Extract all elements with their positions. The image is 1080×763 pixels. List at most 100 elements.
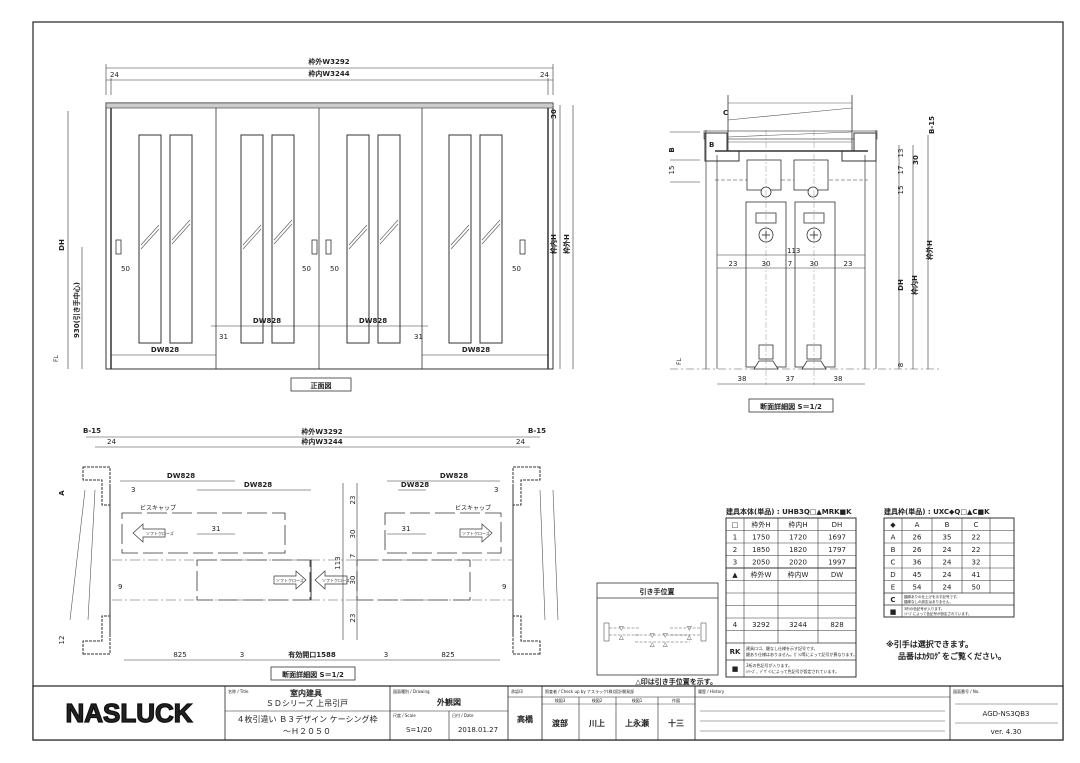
note-text: 3桁の色記号が入ります。 xyxy=(746,662,792,668)
dim-side-right: 24 xyxy=(540,71,549,79)
table-cell: 41 xyxy=(972,571,981,579)
side-left: 24 xyxy=(107,438,116,446)
approved-name: 高橋 xyxy=(517,714,534,724)
arrow-right-icon xyxy=(273,570,307,590)
handle-position-title: 引き手位置 xyxy=(640,587,675,596)
section-label: 断面詳細図 S＝1/2 xyxy=(760,402,822,411)
door-width: DW828 xyxy=(253,317,281,325)
dim-outer-w: 枠外W3292 xyxy=(308,57,349,66)
handle-offset: 50 xyxy=(330,265,339,273)
table-cell: 22 xyxy=(972,534,981,542)
table-cell: 1750 xyxy=(752,534,770,542)
dim-c: C xyxy=(723,109,728,117)
plan-view-label: 断面詳細図 S＝1/2 xyxy=(282,670,344,679)
dim-side-left: 24 xyxy=(110,71,119,79)
dim-113: 113 xyxy=(334,556,342,569)
table-cell: B xyxy=(945,521,950,529)
handle-offset: 50 xyxy=(302,265,311,273)
frame-spec-table: 建具枠(単品) : UXC◆Q□▲C■K ※引手は選択できます。 品番はｶﾀﾛｸ… xyxy=(883,507,1015,661)
checker-role: 作図 xyxy=(672,697,680,703)
dim-b-inner: B xyxy=(709,141,714,149)
note-text: 額縁ありの仕上げを示す記号です。 xyxy=(904,594,960,599)
table-cell: 枠内H xyxy=(788,520,807,529)
b15-right: B-15 xyxy=(528,427,546,435)
body-table-title: 建具本体(単品) : UHB3Q□▲MRK■K xyxy=(726,507,852,516)
bottom-dim: 825 xyxy=(173,651,186,659)
overlap: 31 xyxy=(414,333,423,341)
row-width: 30 xyxy=(762,260,771,268)
door-width: DW828 xyxy=(359,317,387,325)
door-width: DW828 xyxy=(151,346,179,354)
vert-dim: 23 xyxy=(349,614,357,623)
table-cell: 24 xyxy=(943,546,952,554)
handle-marker-icon: ▽ xyxy=(663,632,668,639)
dim-8: 8 xyxy=(897,363,905,367)
dim-30: 30 xyxy=(912,155,920,165)
note-key: ■ xyxy=(732,665,739,673)
drawing-number: AGD-NS3QB3 xyxy=(983,710,1030,718)
vert-dim: 30 xyxy=(349,576,357,585)
table-cell: A xyxy=(915,521,920,529)
row-width: 7 xyxy=(788,260,792,268)
checker-name: 十三 xyxy=(668,718,684,728)
number-caption: 図面番号 / No. xyxy=(953,688,980,694)
note-text: 3桁の色記号が入ります。 xyxy=(904,606,944,611)
handle-marker-icon: ▽ xyxy=(650,632,655,639)
handle-icon xyxy=(311,239,318,255)
door-width: DW828 xyxy=(440,472,468,480)
approved-caption: 承認印 xyxy=(511,688,523,694)
nasluck-logo: NASLUCK xyxy=(65,698,192,728)
table-cell: 32 xyxy=(972,559,981,567)
table-cell: 枠内W xyxy=(788,570,809,579)
table-cell: 54 xyxy=(913,584,922,592)
arrow-left-icon xyxy=(314,570,348,590)
frame-table-title: 建具枠(単品) : UXC◆Q□▲C■K xyxy=(884,507,990,516)
table-cell: 3 xyxy=(733,559,737,567)
table-cell: 24 xyxy=(943,584,952,592)
bottom-dim: 825 xyxy=(441,651,454,659)
date-caption: 日付 / Date xyxy=(452,712,474,718)
table-cell: C xyxy=(974,521,979,529)
dim-17: 17 xyxy=(897,166,905,175)
dim-inner-h: 枠内H xyxy=(910,275,919,295)
table-cell: 22 xyxy=(972,546,981,554)
overlap: 31 xyxy=(219,333,228,341)
table-cell: ▲ xyxy=(732,571,738,579)
section-detail-vertical: 113 23 30 7 30 23 38 37 38 C B B 15 B-15… xyxy=(668,95,940,413)
handle-icon xyxy=(115,239,122,255)
history-caption: 履歴 / History xyxy=(698,688,725,694)
note-text: 額縁なしの設定はありません。 xyxy=(904,599,953,604)
door-width: DW828 xyxy=(462,346,490,354)
title-caption: 名称 / Title xyxy=(228,688,249,694)
table-cell: E xyxy=(891,584,895,592)
vert-dim: 7 xyxy=(349,554,357,558)
table-cell: 35 xyxy=(943,534,952,542)
table-cell: D xyxy=(890,571,895,579)
dim-dh: DH xyxy=(897,279,905,291)
effective-opening: 有効開口1588 xyxy=(288,650,336,659)
title-line-2: ＳＤシリーズ 上吊引戸 xyxy=(266,698,348,708)
table-cell: 枠外W xyxy=(751,570,772,579)
table-cell: 50 xyxy=(972,584,981,592)
dim-outer-w: 枠外W3292 xyxy=(301,427,342,436)
row-width: 23 xyxy=(844,260,853,268)
dim-dh: DH xyxy=(58,239,66,251)
table-cell: 828 xyxy=(830,621,843,629)
dim-13: 13 xyxy=(897,149,905,158)
note-key: ■ xyxy=(890,608,897,616)
handle-marker-icon: △ xyxy=(650,641,655,648)
table-cell: 26 xyxy=(913,546,922,554)
screw-cap-label: ビスキャップ xyxy=(455,504,491,512)
dim-15: 15 xyxy=(668,166,676,175)
table-cell: DW xyxy=(831,571,843,579)
bottom-width: 37 xyxy=(786,375,795,383)
check-caption: 照査者 / Check up by ナスラック(株)設計開発部 xyxy=(545,688,634,694)
offset-9: 9 xyxy=(118,583,122,591)
table-cell: DH xyxy=(832,521,843,529)
table-cell: 1697 xyxy=(828,534,846,542)
dim-top: 30 xyxy=(550,109,558,119)
table-cell: 26 xyxy=(913,534,922,542)
front-view: 枠外W3292 枠内W3244 24 24 xyxy=(53,57,574,392)
door-width: DW828 xyxy=(401,481,429,489)
